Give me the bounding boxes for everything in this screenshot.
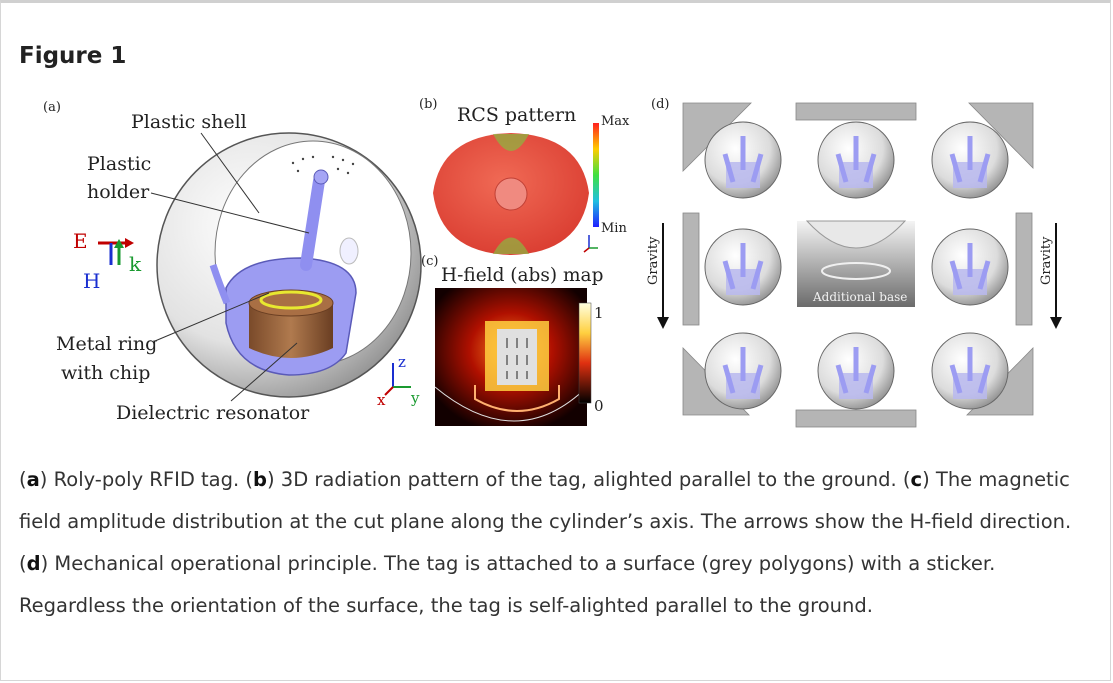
label-axis-y: y	[410, 389, 420, 407]
rcs-bottom-null	[493, 237, 529, 254]
label-gravity-left: Gravity	[646, 236, 661, 285]
rcs-color-scale	[593, 123, 599, 227]
caption-text-a: ) Roly-poly RFID tag. (	[39, 468, 254, 491]
panel-a: (a)	[43, 100, 422, 424]
figure-title: Figure 1	[19, 43, 127, 69]
label-vector-E: E	[73, 229, 88, 253]
label-vector-k: k	[129, 252, 142, 276]
tag-sphere	[817, 121, 895, 199]
panel-c-label: (c)	[421, 254, 438, 269]
caption-text-b: ) 3D radiation pattern of the tag, aligh…	[266, 468, 911, 491]
hfield-arrows	[506, 338, 528, 379]
label-gravity-right: Gravity	[1039, 236, 1054, 285]
rcs-scale-min: Min	[601, 221, 627, 236]
field-vectors	[98, 238, 134, 265]
holder-peg	[339, 237, 359, 265]
resonator-top	[248, 289, 334, 317]
caption-label-a: a	[26, 468, 40, 491]
label-axis-z: z	[398, 353, 406, 371]
metal-ring-shape	[259, 290, 323, 310]
caption-label-d: d	[26, 552, 41, 575]
label-plastic-holder-1: Plastic	[87, 153, 151, 175]
hfield-cup-outline	[474, 385, 560, 412]
figure-caption: (a) Roly-poly RFID tag. (b) 3D radiation…	[19, 468, 1072, 617]
rcs-center-sphere	[494, 177, 528, 211]
holder-rod	[300, 175, 325, 271]
tag-sphere	[817, 332, 895, 410]
caption-label-b: b	[253, 468, 267, 491]
panel-d: (d) Additional base	[646, 97, 1062, 428]
rcs-top-null	[493, 134, 529, 151]
label-additional-base: Additional base	[812, 290, 907, 304]
panel-c-title: H-field (abs) map	[441, 265, 603, 286]
tag-sphere	[931, 121, 1009, 199]
label-plastic-shell: Plastic shell	[131, 111, 247, 133]
hfield-shell-outline	[434, 386, 588, 422]
shell-vent-dots	[291, 155, 355, 175]
hfield-scale-top: 1	[594, 304, 604, 322]
caption-text-d: ) Mechanical operational principle. The …	[19, 552, 996, 617]
label-axis-x: x	[377, 391, 386, 409]
tag-sphere	[931, 332, 1009, 410]
hfield-scale-bottom: 0	[594, 397, 604, 415]
tag-sphere	[704, 121, 782, 199]
dielectric-resonator-shape	[249, 303, 333, 358]
panel-d-label: (d)	[651, 97, 669, 112]
panel-a-label: (a)	[43, 100, 61, 115]
tag-sphere	[931, 228, 1009, 306]
label-vector-H: H	[83, 269, 100, 293]
figure-image: (a)	[43, 97, 1062, 428]
panel-b-title: RCS pattern	[457, 104, 576, 126]
panel-c: (c) H-field (abs) map 1 0	[421, 254, 604, 426]
gravity-arrow-right	[1050, 223, 1062, 329]
rcs-axes	[583, 235, 598, 253]
additional-base-ring	[821, 262, 891, 280]
rcs-scale-max: Max	[601, 114, 630, 129]
leader-lines	[150, 132, 310, 402]
caption-text-c: ) The magnetic field amplitude distribut…	[19, 468, 1072, 575]
label-metal-ring-2: with chip	[61, 362, 150, 384]
hfield-color-scale	[578, 302, 592, 404]
label-dielectric-resonator: Dielectric resonator	[116, 402, 310, 424]
tag-grid	[704, 121, 1009, 410]
label-plastic-holder-2: holder	[87, 181, 150, 203]
panel-b: (b) RCS pattern Max Min	[419, 97, 630, 255]
holder-arm	[209, 263, 231, 305]
gravity-arrow-left	[657, 223, 669, 329]
tag-sphere	[704, 228, 782, 306]
panel-b-label: (b)	[419, 97, 437, 112]
label-metal-ring-1: Metal ring	[56, 333, 157, 355]
tag-sphere	[704, 332, 782, 410]
holder-rod-tip	[313, 169, 329, 185]
xyz-axes	[384, 363, 411, 396]
caption-label-c: c	[910, 468, 923, 491]
additional-base-sphere-bottom	[805, 220, 907, 249]
